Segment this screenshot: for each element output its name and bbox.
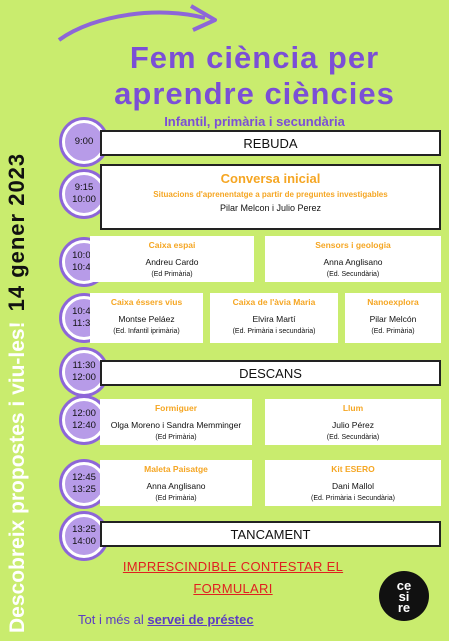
workshop-card: Caixa éssers vius Montse Peláez (Ed. Inf…: [90, 293, 203, 343]
workshop-card: Formiguer Olga Moreno i Sandra Memminger…: [100, 399, 252, 445]
workshop-presenter: Olga Moreno i Sandra Memminger: [110, 420, 242, 430]
page-subtitle: Infantil, primària i secundària: [164, 114, 345, 129]
workshop-level: (Ed. Primària i Secundària): [310, 495, 396, 502]
workshop-presenter: Anna Anglisano: [323, 257, 383, 267]
workshop-title: Maleta Paisatge: [144, 464, 208, 474]
workshop-card: Caixa de l'àvia Maria Elvira Martí (Ed. …: [210, 293, 338, 343]
time-start: 11:30: [72, 360, 96, 371]
workshop-card: Caixa espai Andreu Cardo (Ed Primària): [90, 236, 254, 282]
side-caption: Descobreix propostes i viu-les! 14 gener…: [4, 63, 30, 633]
conversa-inicial-box: Conversa inicial Situacions d'aprenentat…: [100, 164, 441, 230]
workshop-presenter: Elvira Martí: [252, 314, 296, 324]
workshop-title: Llum: [342, 403, 364, 413]
logo-line-3: re: [397, 599, 411, 615]
workshop-presenter: Pilar Melcón: [369, 314, 417, 324]
servei-prestec-link[interactable]: servei de préstec: [147, 612, 254, 627]
conversa-title: Conversa inicial: [220, 171, 321, 186]
time-start: 12:00: [72, 408, 96, 419]
footer-text: Tot i més al: [78, 612, 148, 627]
time-end: 10:00: [72, 194, 96, 205]
workshop-level: (Ed. Primària): [371, 328, 415, 335]
workshop-presenter: Julio Pérez: [331, 420, 375, 430]
workshop-presenter: Anna Anglisano: [146, 481, 206, 491]
workshop-card: Nanoexplora Pilar Melcón (Ed. Primària): [345, 293, 441, 343]
logo-line-1: ce: [396, 577, 412, 593]
workshop-card: Sensors i geologia Anna Anglisano (Ed. S…: [265, 236, 441, 282]
time-slot: 12:45 13:25: [62, 462, 106, 506]
time-start: 9:15: [74, 182, 94, 193]
workshop-card: Kit ESERO Dani Mallol (Ed. Primària i Se…: [265, 460, 441, 506]
workshop-level: (Ed. Infantil iprimària): [113, 328, 180, 335]
page-title: Fem ciència per aprendre ciències: [60, 40, 449, 112]
side-date-text: 14 gener 2023: [4, 152, 29, 312]
workshop-title: Caixa espai: [148, 240, 196, 250]
time-start: 12:45: [72, 472, 96, 483]
time-end: 12:40: [72, 420, 96, 431]
workshop-level: (Ed Primària): [155, 495, 197, 502]
tancament-bar: TANCAMENT: [100, 521, 441, 547]
title-line-1: Fem ciència per: [129, 40, 380, 75]
workshop-level: (Ed Primària): [155, 434, 197, 441]
time-end: 12:00: [72, 372, 96, 383]
workshop-presenter: Montse Peláez: [118, 314, 175, 324]
workshop-level: (Ed. Secundària): [326, 434, 380, 441]
time-end: 14:00: [72, 536, 96, 547]
time-end: 10:40: [72, 262, 96, 273]
workshop-presenter: Andreu Cardo: [145, 257, 199, 267]
workshop-card: Maleta Paisatge Anna Anglisano (Ed Primà…: [100, 460, 252, 506]
workshop-title: Caixa éssers vius: [110, 297, 183, 307]
workshop-title: Nanoexplora: [367, 297, 419, 307]
time-start: 13:25: [72, 524, 96, 535]
time-start: 10:00: [72, 250, 96, 261]
logo-line-2: si: [398, 588, 410, 604]
descans-bar: DESCANS: [100, 360, 441, 386]
workshop-card: Llum Julio Pérez (Ed. Secundària): [265, 399, 441, 445]
workshop-level: (Ed. Primària i secundària): [232, 328, 316, 335]
time-start: 9:00: [74, 136, 94, 147]
time-start: 10:45: [72, 306, 96, 317]
time-slot: 9:00: [62, 120, 106, 164]
time-end: 11:30: [72, 318, 96, 329]
rebuda-bar: REBUDA: [100, 130, 441, 156]
conversa-speakers: Pilar Melcon i Julio Perez: [219, 203, 322, 213]
workshop-title: Formiguer: [154, 403, 198, 413]
arc-arrow-icon: [57, 4, 217, 42]
time-slot: 13:25 14:00: [62, 514, 106, 558]
side-proposals-text: Descobreix propostes i viu-les!: [6, 321, 29, 633]
time-end: 13:25: [72, 484, 96, 495]
workshop-title: Caixa de l'àvia Maria: [232, 297, 316, 307]
cesire-logo: ce si re: [379, 571, 429, 621]
conversa-subtitle: Situacions d'aprenentatge a partir de pr…: [153, 190, 388, 199]
workshop-level: (Ed. Secundària): [326, 271, 380, 278]
time-slot: 9:15 10:00: [62, 172, 106, 216]
workshop-title: Kit ESERO: [331, 464, 375, 474]
workshop-presenter: Dani Mallol: [331, 481, 375, 491]
title-line-2: aprendre ciències: [114, 76, 395, 111]
workshop-title: Sensors i geologia: [315, 240, 391, 250]
form-notice-link[interactable]: IMPRESCINDIBLE CONTESTAR EL FORMULARI: [122, 559, 344, 596]
workshop-level: (Ed Primària): [151, 271, 193, 278]
footer: Tot i més al servei de préstec: [78, 612, 254, 627]
time-slot: 12:00 12:40: [62, 398, 106, 442]
